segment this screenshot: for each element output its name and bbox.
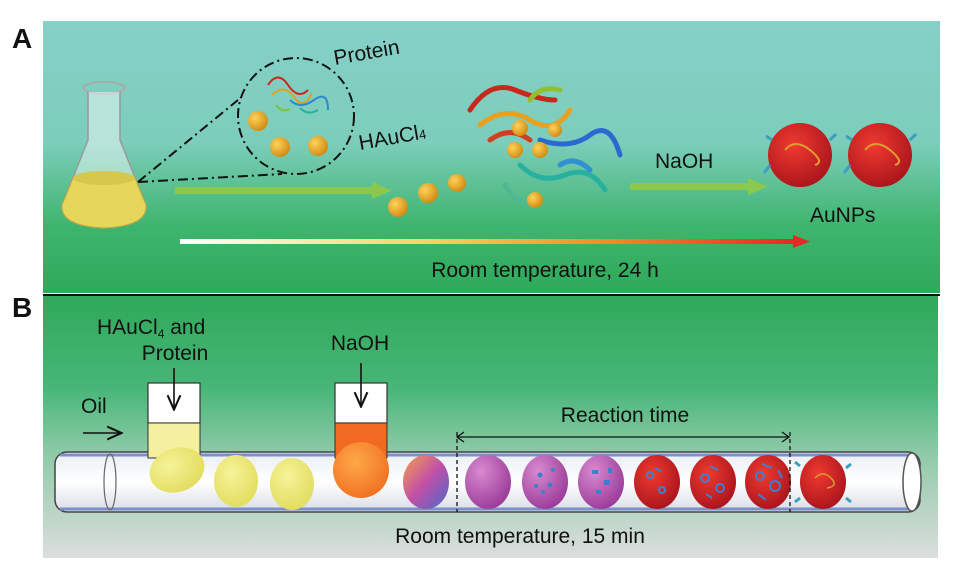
aunp-icon (762, 123, 838, 187)
zoom-callout (137, 57, 355, 183)
reaction-time-bracket (455, 431, 791, 512)
inlet2-label: NaOH (331, 332, 389, 355)
protein-gold-complex-icon (467, 85, 623, 208)
oil-label: Oil (81, 395, 107, 418)
mixing-droplet (403, 455, 449, 509)
inlet-tube-2 (334, 363, 388, 459)
aunp-icon (842, 123, 918, 187)
protein-small-icon (267, 76, 329, 114)
red-droplet (745, 455, 791, 509)
reaction-time-label: Reaction time (561, 404, 689, 427)
aunp-droplet (794, 455, 852, 509)
red-droplet (690, 455, 736, 509)
condition-label-b: Room temperature, 15 min (395, 525, 645, 548)
panel-a-label: A (12, 23, 32, 54)
process-arrow-1 (175, 182, 392, 199)
temperature-time-arrow (180, 235, 810, 248)
purple-droplet-nucleating (522, 455, 568, 509)
gold-ion (388, 197, 408, 217)
red-droplet (634, 455, 680, 509)
panel-b: B HAuCl4 and Protein NaOH Oil (12, 292, 938, 558)
inlet1-label-line2: Protein (142, 342, 209, 365)
process-arrow-2 (630, 178, 768, 195)
yellow-droplet (214, 455, 258, 507)
purple-droplet-growing (578, 455, 624, 509)
condition-label-a: Room temperature, 24 h (431, 259, 659, 282)
yellow-droplet (270, 458, 314, 510)
yellow-droplet (149, 447, 205, 493)
inlet-tube-1 (147, 368, 201, 459)
gold-ion (418, 183, 438, 203)
purple-droplet (465, 455, 511, 509)
orange-droplet (333, 442, 389, 498)
panel-b-label: B (12, 292, 32, 323)
gold-ion (270, 137, 290, 157)
gold-ion (248, 111, 268, 131)
aunps-label: AuNPs (810, 204, 875, 227)
panel-a: A Protein HAuCl4 (12, 21, 940, 293)
naoh-label: NaOH (655, 150, 713, 173)
flask-icon (61, 81, 147, 229)
gold-ion (308, 136, 328, 156)
inlet1-label: HAuCl4 and (97, 316, 205, 341)
gold-ion (448, 174, 466, 192)
